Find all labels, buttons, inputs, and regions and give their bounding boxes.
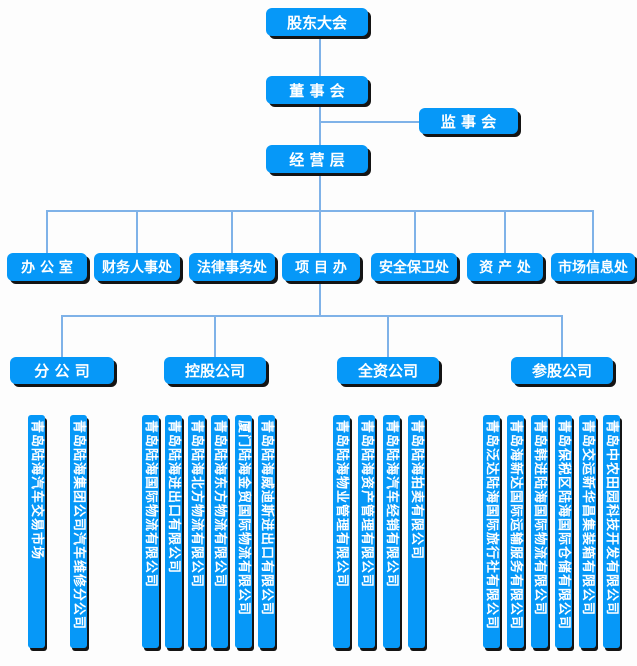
connector-drop-office <box>46 210 48 253</box>
node-dept-market-info: 市场信息处 <box>551 253 635 281</box>
company-bar: 青岛陆海东方物流有限公司 <box>211 415 228 648</box>
company-bar: 青岛保税区陆海国际仓储有限公司 <box>555 415 572 648</box>
connector-board-to-management <box>319 103 321 145</box>
company-bar: 青岛陆海进出口有限公司 <box>165 415 182 648</box>
node-group-branch-companies: 分 公 司 <box>10 357 114 384</box>
company-bar: 青岛海新达国际运输服务有限公司 <box>507 415 524 648</box>
connector-bus-groups <box>62 315 563 317</box>
connector-drop-security <box>414 210 416 253</box>
company-bar: 青岛交运新华昌集装箱有限公司 <box>579 415 596 648</box>
node-dept-assets: 资 产 处 <box>467 253 543 281</box>
connector-drop-finance <box>136 210 138 253</box>
company-bar: 青岛泛达陆海国际旅行社有限公司 <box>483 415 500 648</box>
company-bar: 厦门陆海金贸国际物流有限公司 <box>235 415 252 648</box>
connector-to-supervisory <box>319 121 419 123</box>
company-bar: 青岛陆海拍卖有限公司 <box>408 415 425 648</box>
node-shareholders-meeting: 股东大会 <box>266 8 368 36</box>
connector-management-to-bus1 <box>319 172 321 212</box>
company-bar: 青岛陆海资产管理有限公司 <box>358 415 375 648</box>
node-dept-finance-personnel: 财务人事处 <box>94 253 180 281</box>
node-dept-security: 安全保卫处 <box>371 253 457 281</box>
node-group-wholly-owned-companies: 全资公司 <box>337 357 439 384</box>
company-bar: 青岛陆海集团公司汽车维修分公司 <box>70 415 87 648</box>
connector-drop-market <box>592 210 594 253</box>
connector-project-to-bus2 <box>319 281 321 315</box>
node-group-shareholding-companies: 参股公司 <box>511 357 613 384</box>
company-bar: 青岛陆海汽车交易市场 <box>28 415 45 648</box>
company-bar: 青岛中农田园科技开发有限公司 <box>603 415 620 648</box>
company-bar: 青岛陆海北方物流有限公司 <box>188 415 205 648</box>
connector-drop-holding <box>214 315 216 357</box>
company-bar: 青岛陆海国际物流有限公司 <box>142 415 159 648</box>
company-bar: 青岛陆海威迪斯进出口有限公司 <box>258 415 275 648</box>
connector-drop-project <box>319 210 321 253</box>
connector-drop-legal <box>231 210 233 253</box>
connector-drop-assets <box>504 210 506 253</box>
connector-drop-wholly-owned <box>387 315 389 357</box>
node-dept-legal-affairs: 法律事务处 <box>189 253 275 281</box>
connector-root-to-board <box>319 36 321 76</box>
connector-drop-shareholding <box>561 315 563 357</box>
connector-drop-branch <box>61 315 63 357</box>
node-dept-project-office: 项 目 办 <box>282 253 360 281</box>
node-supervisory-board: 监 事 会 <box>419 108 518 134</box>
company-bar: 青岛陆海汽车经销有限公司 <box>383 415 400 648</box>
company-bar: 青岛陆海物业管理有限公司 <box>333 415 350 648</box>
node-group-holding-companies: 控股公司 <box>164 357 266 384</box>
node-dept-office: 办 公 室 <box>7 253 87 281</box>
node-board-of-directors: 董 事 会 <box>266 76 368 104</box>
node-management-layer: 经 营 层 <box>266 145 368 173</box>
company-bar: 青岛韩进陆海国际物流有限公司 <box>531 415 548 648</box>
